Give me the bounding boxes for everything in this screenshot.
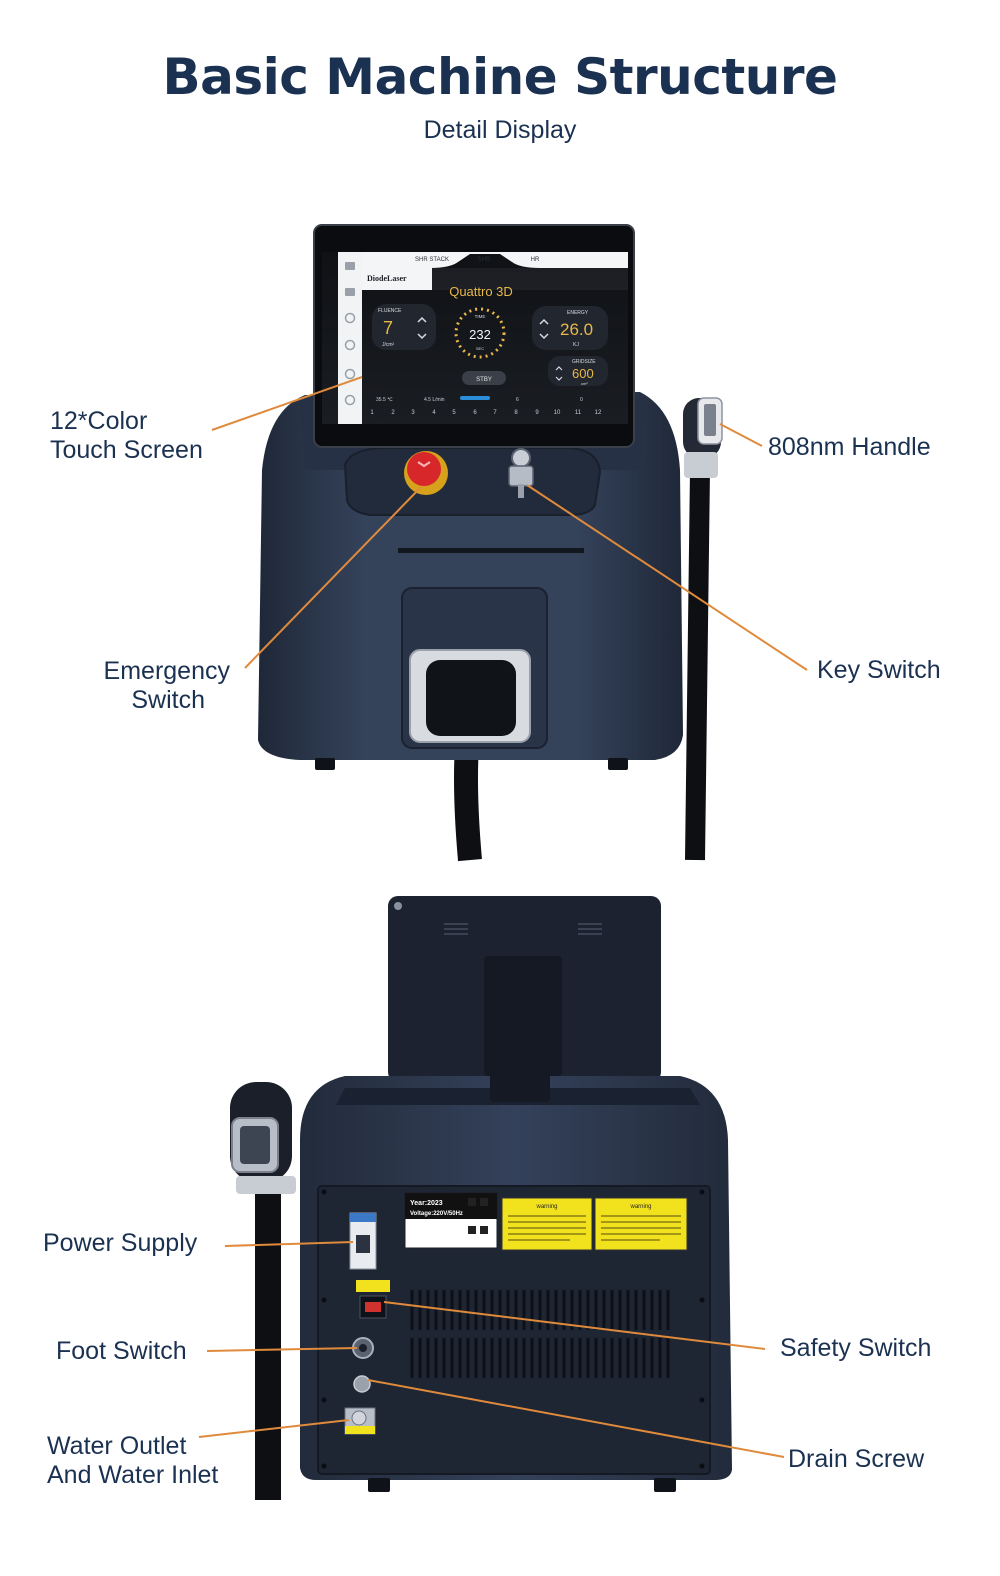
svg-text:1: 1 bbox=[370, 410, 374, 416]
front-handle bbox=[683, 397, 723, 478]
energy-unit: KJ bbox=[573, 342, 579, 348]
page-title: Basic Machine Structure bbox=[162, 48, 838, 106]
screen-brand: DiodeLaser bbox=[367, 274, 407, 283]
drain-screw bbox=[353, 1375, 371, 1393]
label-foot-switch: Foot Switch bbox=[56, 1337, 187, 1365]
time-label: TIME bbox=[475, 314, 486, 319]
label-emergency-switch: Emergency Switch bbox=[103, 657, 230, 714]
svg-text:7: 7 bbox=[493, 410, 497, 416]
fluence-value: 7 bbox=[383, 318, 393, 338]
svg-text:12: 12 bbox=[595, 410, 602, 416]
label-touch-screen: 12*Color Touch Screen bbox=[50, 407, 203, 464]
tab-shr: SHR bbox=[478, 257, 491, 263]
nameplate-voltage: Voltage:220V/50Hz bbox=[410, 1211, 463, 1217]
svg-text:warning: warning bbox=[629, 1204, 651, 1210]
emergency-switch-button bbox=[407, 452, 441, 486]
leader-touch-screen bbox=[211, 376, 363, 431]
info-icon bbox=[344, 394, 356, 406]
language-icon bbox=[344, 339, 356, 351]
gridsize-value: 600 bbox=[572, 366, 594, 381]
rear-panel bbox=[317, 1185, 711, 1475]
energy-value: 26.0 bbox=[560, 320, 593, 339]
label-water-outlet-inlet: Water Outlet And Water Inlet bbox=[47, 1432, 219, 1489]
temperature-readout: 35.5 ℃ bbox=[376, 397, 393, 403]
warning-label-2 bbox=[594, 1197, 688, 1251]
vent-slot bbox=[398, 548, 584, 553]
flow-readout: 4.5 L/min bbox=[424, 397, 445, 403]
svg-text:STBY: STBY bbox=[476, 377, 492, 383]
reset-icon bbox=[344, 312, 356, 324]
energy-label: ENERGY bbox=[567, 310, 589, 316]
stby-button bbox=[462, 371, 506, 385]
key-switch-key bbox=[508, 465, 534, 487]
back-machine: Year:2023 Voltage:220V/50Hz warning warn… bbox=[255, 896, 732, 1500]
leader-water bbox=[198, 1419, 350, 1438]
back-leader-lines bbox=[198, 1241, 785, 1458]
level-zero: 0 bbox=[580, 397, 583, 403]
time-value: 232 bbox=[469, 327, 491, 342]
leader-emergency-switch bbox=[244, 486, 422, 669]
fluence-label: FLUENCE bbox=[378, 308, 402, 314]
vent-grill bbox=[410, 1290, 670, 1378]
leader-power-supply bbox=[224, 1241, 354, 1247]
leader-handle bbox=[719, 423, 763, 447]
svg-text:4: 4 bbox=[432, 410, 436, 416]
nameplate-year: Year:2023 bbox=[410, 1200, 443, 1207]
screen-scale: 1 2 3 4 5 6 7 8 9 10 11 12 bbox=[370, 410, 602, 416]
svg-text:5: 5 bbox=[452, 410, 456, 416]
level-value: 6 bbox=[516, 397, 519, 403]
safety-switch-label bbox=[356, 1280, 390, 1292]
home-icon bbox=[345, 262, 355, 270]
handle-cable bbox=[685, 469, 710, 861]
svg-text:warning: warning bbox=[535, 1204, 557, 1210]
level-bar bbox=[460, 396, 490, 400]
data-icon bbox=[345, 288, 355, 296]
leader-key-switch bbox=[526, 484, 808, 671]
leader-foot-switch bbox=[206, 1347, 358, 1352]
key-switch-lock bbox=[511, 448, 531, 468]
time-unit: SEC bbox=[476, 346, 484, 351]
page-subtitle: Detail Display bbox=[423, 116, 577, 144]
tab-shr-stack: SHR STACK bbox=[415, 257, 449, 263]
gridsize-unit: cm² bbox=[581, 381, 588, 386]
svg-text:6: 6 bbox=[473, 410, 477, 416]
svg-text:3: 3 bbox=[411, 410, 415, 416]
settings-icon bbox=[344, 368, 356, 380]
fluence-unit: J/cm² bbox=[382, 342, 395, 348]
label-power-supply: Power Supply bbox=[43, 1229, 198, 1257]
screen-sidebar bbox=[338, 252, 362, 424]
svg-text:2: 2 bbox=[391, 410, 395, 416]
warning-label-1 bbox=[501, 1197, 593, 1251]
gridsize-label: GRIDSIZE bbox=[572, 359, 596, 365]
label-808nm-handle: 808nm Handle bbox=[768, 433, 931, 461]
touch-screen: SHR STACK SHR HR DiodeLaser Quattro 3D F… bbox=[313, 224, 635, 448]
back-handle bbox=[230, 1082, 296, 1194]
svg-text:8: 8 bbox=[514, 410, 518, 416]
time-ring bbox=[454, 307, 506, 359]
svg-text:11: 11 bbox=[575, 410, 582, 416]
control-panel bbox=[343, 447, 602, 516]
tab-hr: HR bbox=[531, 257, 540, 263]
label-safety-switch: Safety Switch bbox=[780, 1334, 932, 1362]
front-machine bbox=[258, 385, 710, 862]
leader-drain-screw bbox=[367, 1379, 785, 1458]
front-leader-lines bbox=[211, 376, 808, 671]
label-drain-screw: Drain Screw bbox=[788, 1445, 925, 1473]
leader-safety-switch bbox=[383, 1301, 766, 1350]
svg-text:9: 9 bbox=[535, 410, 539, 416]
screen-model: Quattro 3D bbox=[449, 284, 513, 299]
label-key-switch: Key Switch bbox=[817, 656, 941, 684]
svg-text:10: 10 bbox=[554, 410, 561, 416]
